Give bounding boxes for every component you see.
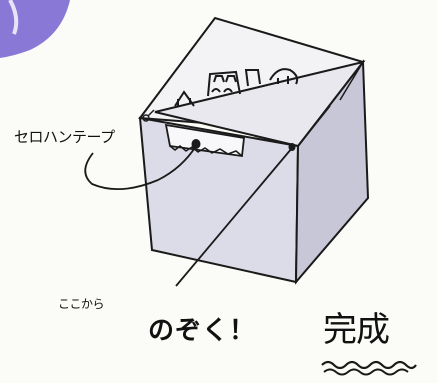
peek-from-here-label: のぞく！ xyxy=(148,316,257,346)
corner-badge-icon xyxy=(0,0,70,58)
complete-label: 完成 xyxy=(323,310,390,350)
scissors-icon xyxy=(142,109,155,122)
tape-pointer-line xyxy=(84,145,197,191)
tape-hole-dot xyxy=(191,139,201,149)
tape-label: セロハンテープ xyxy=(14,128,115,146)
peek-from-here-prefix: ここから xyxy=(58,297,105,311)
complete-underline xyxy=(321,360,417,370)
house-icon xyxy=(174,68,299,107)
peek-pointer-line xyxy=(175,147,293,287)
cube-flap xyxy=(154,60,366,148)
